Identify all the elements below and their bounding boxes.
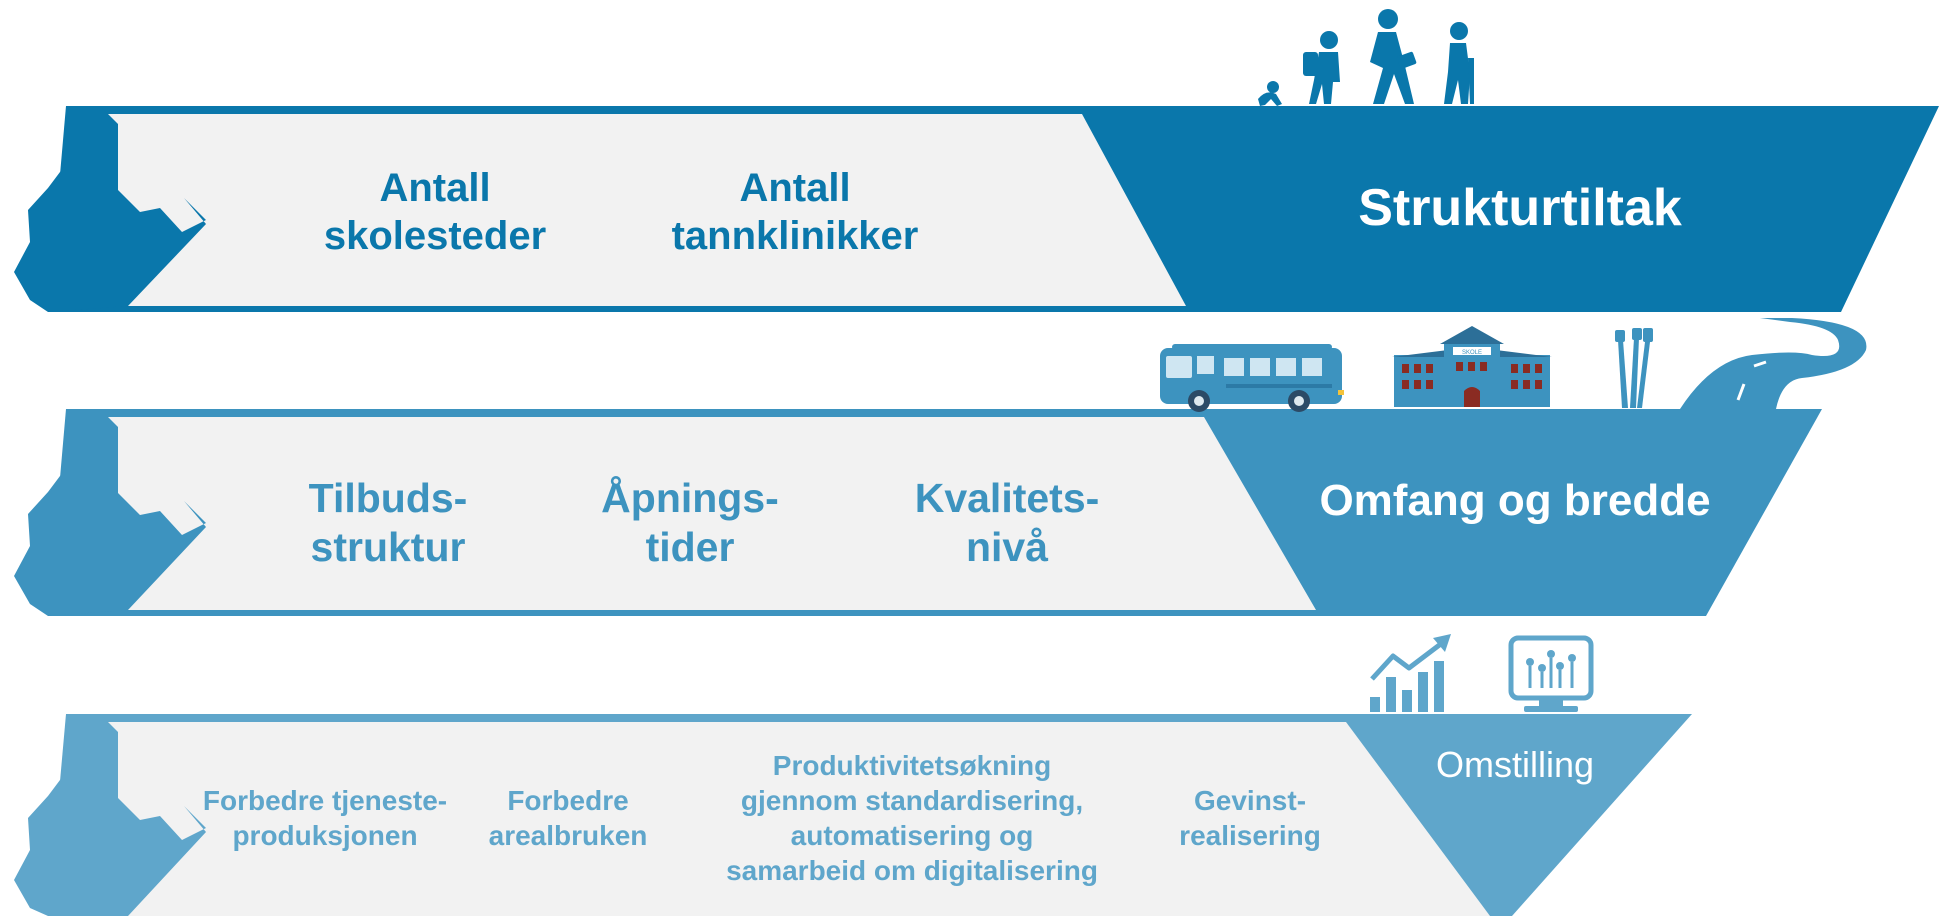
- item-line: gjennom standardisering,: [740, 785, 1084, 816]
- crawling-baby-icon: [1258, 81, 1282, 106]
- tier-3-heading: Omstilling: [1435, 744, 1595, 785]
- item-line: tider: [645, 524, 735, 571]
- bus-icon: [1160, 344, 1344, 412]
- tier-3-item-service-production: Forbedre tjeneste- produksjonen: [185, 783, 465, 853]
- school-building-icon: SKOLE: [1392, 326, 1552, 407]
- tier-3-item-land-use: Forbedre arealbruken: [468, 783, 668, 853]
- tier-2-band: [14, 409, 1822, 616]
- elderly-person-with-cane-icon: [1444, 22, 1474, 104]
- tier-3-band: [14, 714, 1692, 916]
- tier-1-item-schools: Antall skolesteder: [290, 164, 580, 260]
- road-icon: [1680, 318, 1867, 409]
- item-line: Kvalitets-: [914, 475, 1100, 521]
- toothbrush-icon: [1615, 328, 1653, 408]
- item-line: Antall: [739, 166, 851, 210]
- tier-1-item-dental-clinics: Antall tannklinikker: [640, 164, 950, 260]
- item-line: tannklinikker: [671, 214, 919, 258]
- tier-2-county-map-shape: [14, 409, 206, 616]
- item-line: Åpnings-: [601, 475, 779, 521]
- item-line: skolesteder: [323, 214, 547, 258]
- item-line: automatisering og: [790, 820, 1034, 851]
- tier-1-heading: Strukturtiltak: [1358, 179, 1682, 237]
- item-line: Forbedre: [507, 785, 629, 816]
- item-line: Produktivitetsøkning: [772, 750, 1052, 781]
- child-with-backpack-icon: [1303, 31, 1340, 104]
- item-line: Gevinst-: [1193, 785, 1307, 816]
- item-line: struktur: [310, 524, 466, 571]
- adult-with-briefcase-icon: [1370, 9, 1417, 104]
- item-line: samarbeid om digitalisering: [726, 855, 1098, 886]
- rising-bar-chart-icon: [1370, 634, 1451, 712]
- item-line: Antall: [379, 166, 491, 210]
- tier-3-county-map-shape: [14, 714, 206, 916]
- tier-2-item-opening-hours: Åpnings- tider: [570, 474, 810, 572]
- tier-2-heading: Omfang og bredde: [1319, 476, 1711, 525]
- tier-2-item-quality-level: Kvalitets- nivå: [877, 474, 1137, 572]
- item-line: arealbruken: [488, 820, 648, 851]
- tier-3-item-productivity: Produktivitetsøkning gjennom standardise…: [700, 748, 1124, 888]
- tier-1-county-map-shape: [14, 106, 206, 312]
- circuit-monitor-icon: [1508, 635, 1594, 712]
- school-sign-text: SKOLE: [1462, 350, 1482, 356]
- tier-1-band: [14, 106, 1939, 312]
- item-line: Tilbuds-: [308, 475, 468, 521]
- tier-3-item-benefit-realisation: Gevinst- realisering: [1150, 783, 1350, 853]
- item-line: Forbedre tjeneste-: [202, 785, 448, 816]
- tier-2-item-service-structure: Tilbuds- struktur: [268, 474, 508, 572]
- item-line: realisering: [1179, 820, 1321, 851]
- item-line: produksjonen: [232, 820, 418, 851]
- item-line: nivå: [965, 524, 1049, 571]
